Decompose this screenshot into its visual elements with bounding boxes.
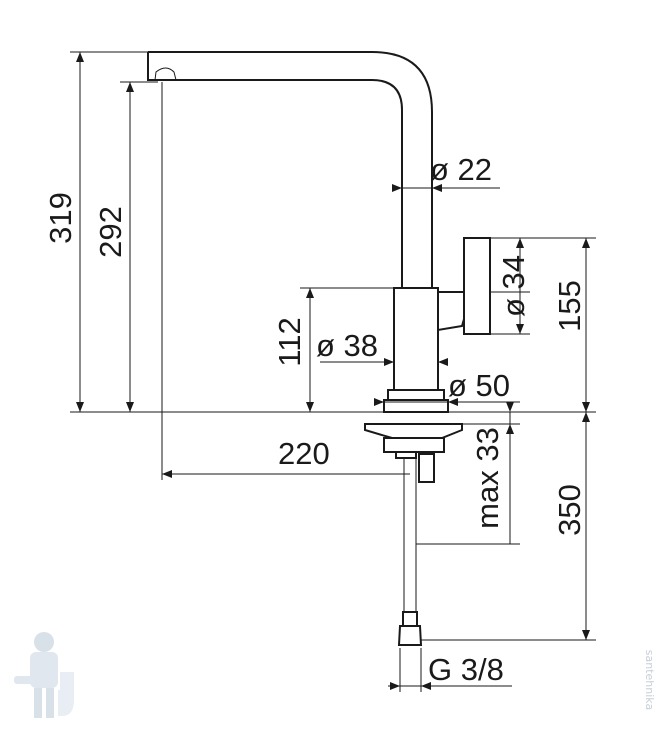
mounting-flange (364, 423, 463, 439)
base-collar (387, 389, 445, 401)
dim-total-height: 319 (43, 192, 78, 244)
dim-lever-height: 155 (552, 280, 587, 332)
hose-nut (397, 625, 423, 646)
dim-spout-height: 292 (93, 206, 128, 258)
faucet-outline (147, 51, 491, 646)
dim-base-diameter: ø 50 (448, 368, 510, 403)
hose-ferrule (402, 611, 418, 627)
hose (403, 458, 417, 612)
lever-handle (463, 237, 491, 335)
hose-connector (418, 453, 435, 483)
dim-lever-diameter: ø 34 (496, 255, 531, 317)
dimension-lines (70, 51, 596, 692)
mounting-stud (395, 451, 417, 459)
dim-deck-thickness: max 33 (470, 427, 505, 529)
watermark-side-text: santehnika (643, 650, 656, 710)
watermark: santehnika (14, 632, 656, 718)
main-body (393, 287, 439, 391)
dim-spout-reach: 220 (278, 436, 330, 471)
mounting-nut (383, 437, 445, 453)
dim-body-height: 112 (272, 317, 307, 366)
plumber-mascot-icon (14, 632, 74, 718)
aerator (154, 67, 177, 81)
dim-hose-length: 350 (552, 484, 587, 536)
dim-thread: G 3/8 (428, 652, 504, 687)
lever-neck (437, 291, 467, 332)
spout-inner (178, 79, 403, 288)
dimension-labels: 319 292 112 220 ø 22 ø 38 ø 34 155 ø 50 … (43, 152, 587, 687)
dim-body-diameter: ø 38 (316, 328, 378, 363)
dim-spout-diameter: ø 22 (430, 152, 492, 187)
